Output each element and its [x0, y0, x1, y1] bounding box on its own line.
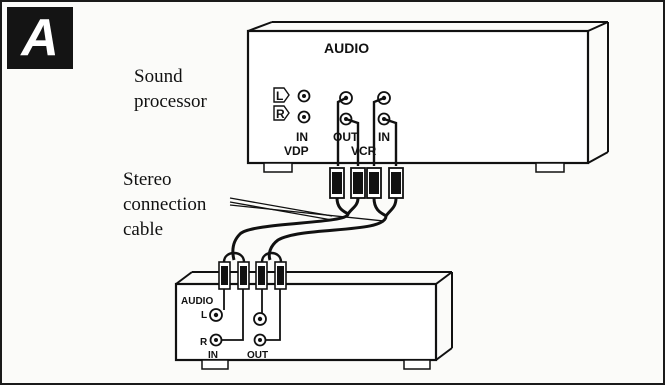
player-audio-label: AUDIO — [181, 296, 213, 307]
player-in-jack-l — [209, 308, 223, 322]
player-rca-plug-1 — [218, 261, 231, 290]
player-rca-plug-2 — [237, 261, 250, 290]
svg-text:L: L — [276, 89, 283, 103]
processor-vdp-label: VDP — [284, 144, 309, 158]
player-channel-r: R — [200, 337, 208, 348]
processor-audio-label: AUDIO — [324, 40, 369, 56]
svg-text:R: R — [276, 107, 285, 121]
player-out-jack-l — [253, 312, 267, 326]
processor-rca-plug-3 — [366, 167, 382, 199]
processor-channel-l-tag: L — [273, 87, 290, 103]
player-unit — [174, 271, 453, 370]
processor-rca-plug-4 — [388, 167, 404, 199]
player-rca-plug-4 — [274, 261, 287, 290]
sound-processor-label-line2: processor — [134, 91, 207, 112]
processor-channel-r-tag: R — [273, 105, 290, 121]
panel-letter-badge: A — [7, 7, 73, 69]
processor-foot-right — [535, 162, 565, 173]
player-in-jack-r — [209, 333, 223, 347]
processor-vdp-in-jack-l — [297, 89, 311, 103]
player-channel-l: L — [201, 310, 207, 321]
processor-foot-left — [263, 162, 293, 173]
processor-vcr-in-label: IN — [378, 130, 390, 144]
processor-vdp-in-jack-r — [297, 110, 311, 124]
sound-processor-label-line1: Sound — [134, 66, 183, 87]
cable-label-line2: connection — [123, 194, 207, 215]
player-jack-leads — [222, 289, 281, 341]
cable-label-line3: cable — [123, 219, 163, 240]
player-foot-right — [403, 359, 431, 370]
player-plug-arches — [222, 251, 283, 263]
processor-vdp-in-label: IN — [296, 130, 308, 144]
player-rca-plug-3 — [255, 261, 268, 290]
player-out-jack-r — [253, 333, 267, 347]
cable-label-leaders — [229, 197, 385, 222]
processor-rca-plug-2 — [350, 167, 366, 199]
processor-rca-plug-1 — [329, 167, 345, 199]
player-in-label: IN — [208, 350, 218, 361]
player-foot-left — [201, 359, 229, 370]
player-out-label: OUT — [247, 350, 268, 361]
cable-label-line1: Stereo — [123, 169, 172, 190]
processor-jack-leads — [336, 96, 398, 166]
processor-vcr-out-label: OUT — [333, 130, 359, 144]
